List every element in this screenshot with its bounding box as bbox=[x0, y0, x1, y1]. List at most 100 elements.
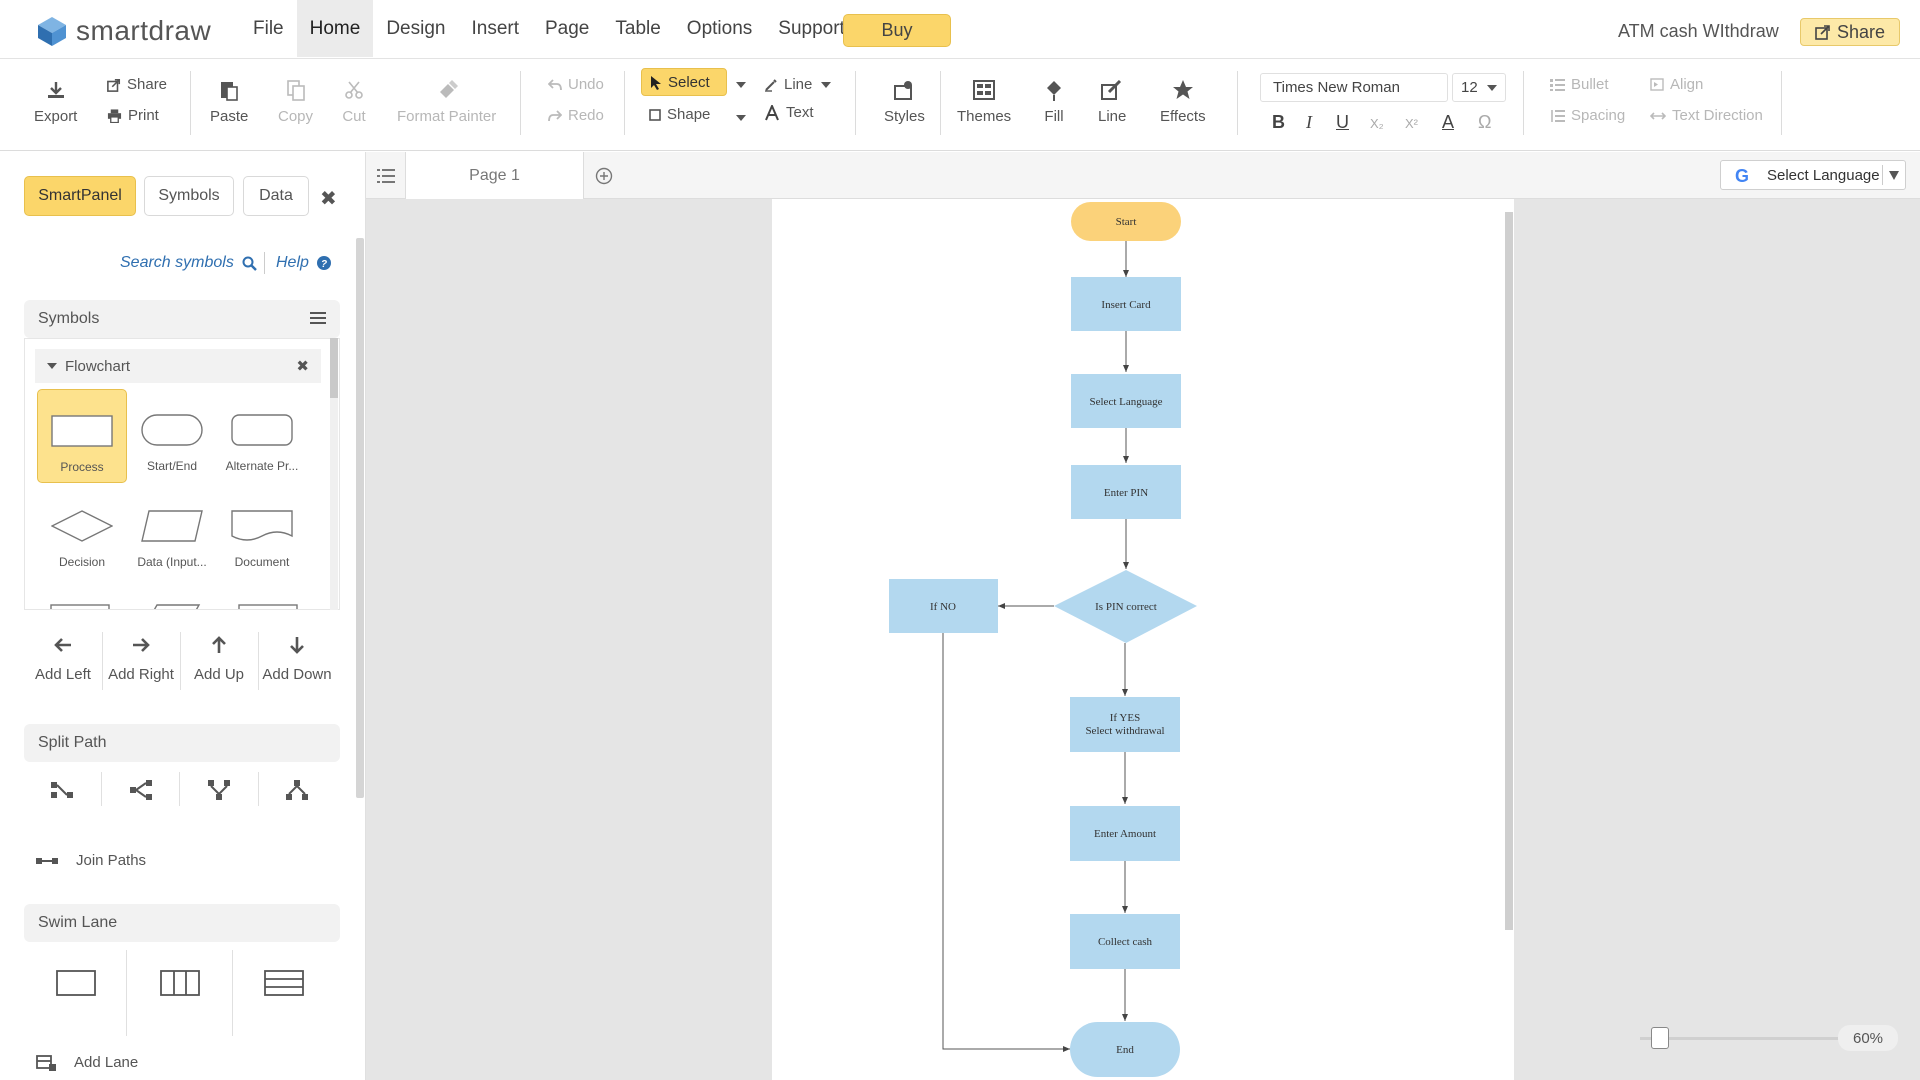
menu-support[interactable]: Support bbox=[778, 17, 845, 39]
page-list-button[interactable] bbox=[366, 152, 406, 199]
font-size-select[interactable]: 12 bbox=[1452, 73, 1506, 102]
menu-design[interactable]: Design bbox=[386, 17, 446, 39]
superscript-button[interactable]: X² bbox=[1405, 116, 1418, 131]
tab-data[interactable]: Data bbox=[243, 176, 309, 216]
symbol-decision[interactable]: Decision bbox=[37, 485, 127, 579]
search-symbols-link[interactable]: Search symbols bbox=[120, 254, 257, 272]
menu-options[interactable]: Options bbox=[686, 17, 753, 39]
single-lane-icon[interactable] bbox=[56, 970, 96, 998]
special-character-button[interactable]: Ω bbox=[1478, 112, 1492, 132]
line-tool-button[interactable]: Line bbox=[764, 76, 812, 93]
menu-home[interactable]: Home bbox=[296, 0, 374, 57]
themes-button[interactable]: Themes bbox=[957, 78, 1011, 125]
diagram-page[interactable]: Start Insert Card Select Language Enter … bbox=[772, 199, 1514, 1080]
spacing-button[interactable]: Spacing bbox=[1550, 107, 1625, 124]
effects-button[interactable]: Effects bbox=[1160, 78, 1206, 125]
buy-button[interactable]: Buy bbox=[843, 14, 951, 47]
menu-table[interactable]: Table bbox=[615, 17, 661, 39]
styles-button[interactable]: Styles bbox=[884, 78, 925, 125]
shape-tool-button[interactable]: Shape bbox=[649, 106, 710, 123]
node-enter-pin[interactable]: Enter PIN bbox=[1071, 465, 1181, 519]
symbols-section-header[interactable]: Symbols bbox=[24, 300, 340, 338]
language-select[interactable]: G Select Language bbox=[1720, 160, 1906, 190]
close-panel-icon[interactable]: ✖ bbox=[320, 188, 337, 210]
add-up-button[interactable]: Add Up bbox=[180, 632, 258, 683]
add-left-button[interactable]: Add Left bbox=[24, 632, 102, 683]
horizontal-lanes-icon[interactable] bbox=[264, 970, 304, 998]
bold-button[interactable]: B bbox=[1272, 112, 1285, 132]
menu-insert[interactable]: Insert bbox=[471, 17, 519, 39]
vertical-lanes-icon[interactable] bbox=[160, 970, 200, 998]
zoom-level[interactable]: 60% bbox=[1838, 1025, 1898, 1051]
export-button[interactable]: Export bbox=[34, 78, 77, 125]
tab-smartpanel[interactable]: SmartPanel bbox=[24, 176, 136, 216]
document-title[interactable]: ATM cash WIthdraw bbox=[1618, 21, 1779, 41]
split-left-icon[interactable] bbox=[129, 778, 153, 802]
share-button[interactable]: Share bbox=[1800, 18, 1900, 46]
format-painter-button[interactable]: Format Painter bbox=[397, 78, 496, 125]
undo-button[interactable]: Undo bbox=[548, 76, 604, 93]
page-vertical-scrollbar[interactable] bbox=[1505, 212, 1513, 930]
font-family-select[interactable]: Times New Roman bbox=[1260, 73, 1448, 102]
line-dropdown-icon[interactable] bbox=[821, 82, 831, 88]
split-up-icon[interactable] bbox=[285, 778, 309, 802]
select-dropdown-icon[interactable] bbox=[736, 82, 746, 88]
split-right-icon[interactable] bbox=[50, 778, 74, 802]
panel-scrollbar[interactable] bbox=[356, 238, 364, 798]
align-button[interactable]: Align bbox=[1650, 76, 1703, 93]
redo-icon bbox=[548, 109, 562, 121]
text-direction-button[interactable]: Text Direction bbox=[1650, 107, 1763, 124]
add-right-button[interactable]: Add Right bbox=[102, 632, 180, 683]
zoom-slider-thumb[interactable] bbox=[1651, 1027, 1669, 1049]
share-ribbon-button[interactable]: Share bbox=[107, 76, 167, 93]
symbol-document[interactable]: Document bbox=[217, 485, 307, 579]
node-if-yes[interactable]: If YES Select withdrawal bbox=[1070, 697, 1180, 752]
italic-button[interactable]: I bbox=[1306, 112, 1312, 132]
close-library-icon[interactable]: ✖ bbox=[296, 358, 309, 375]
shape-dropdown-icon[interactable] bbox=[736, 115, 746, 121]
menu-file[interactable]: File bbox=[253, 17, 284, 39]
hamburger-menu-icon[interactable] bbox=[310, 312, 326, 327]
split-down-icon[interactable] bbox=[207, 778, 231, 802]
underline-button[interactable]: U bbox=[1336, 112, 1349, 132]
font-color-button[interactable]: A bbox=[1442, 112, 1455, 132]
tab-page-1[interactable]: Page 1 bbox=[406, 152, 584, 199]
tab-symbols[interactable]: Symbols bbox=[144, 176, 234, 216]
symbol-start-end[interactable]: Start/End bbox=[127, 389, 217, 483]
add-lane-button[interactable]: Add Lane bbox=[36, 1054, 138, 1071]
join-paths-button[interactable]: Join Paths bbox=[36, 852, 146, 869]
bullet-button[interactable]: Bullet bbox=[1550, 76, 1609, 93]
library-scrollbar-thumb[interactable] bbox=[330, 338, 338, 398]
node-collect-cash[interactable]: Collect cash bbox=[1070, 914, 1180, 969]
redo-button[interactable]: Redo bbox=[548, 107, 604, 124]
menu-page[interactable]: Page bbox=[545, 17, 590, 39]
select-tool-button[interactable]: Select bbox=[641, 68, 727, 96]
node-if-no[interactable]: If NO bbox=[889, 579, 998, 633]
fill-button[interactable]: Fill bbox=[1042, 78, 1066, 125]
subscript-button[interactable]: X₂ bbox=[1370, 116, 1384, 131]
symbol-data[interactable]: Data (Input... bbox=[127, 485, 217, 579]
node-select-language[interactable]: Select Language bbox=[1071, 374, 1181, 428]
node-pin-decision[interactable]: Is PIN correct bbox=[1054, 570, 1197, 643]
connector-no-end[interactable] bbox=[942, 633, 1070, 1052]
add-down-button[interactable]: Add Down bbox=[258, 632, 336, 683]
node-start[interactable]: Start bbox=[1071, 202, 1181, 241]
help-link[interactable]: Help ? bbox=[276, 254, 331, 272]
cut-button[interactable]: Cut bbox=[342, 78, 366, 125]
symbol-process[interactable]: Process bbox=[37, 389, 127, 483]
print-button[interactable]: Print bbox=[107, 107, 159, 124]
symbol-alternate-process[interactable]: Alternate Pr... bbox=[217, 389, 307, 483]
flowchart-library-header[interactable]: Flowchart ✖ bbox=[35, 349, 321, 383]
paste-button[interactable]: Paste bbox=[210, 78, 248, 125]
library-scrollbar[interactable] bbox=[330, 338, 338, 610]
copy-button[interactable]: Copy bbox=[278, 78, 313, 125]
node-insert-card[interactable]: Insert Card bbox=[1071, 277, 1181, 331]
line-style-button[interactable]: Line bbox=[1098, 78, 1126, 125]
zoom-slider-track[interactable] bbox=[1640, 1037, 1840, 1040]
node-end[interactable]: End bbox=[1070, 1022, 1180, 1077]
text-tool-button[interactable]: Text bbox=[764, 104, 814, 121]
app-logo[interactable]: smartdraw bbox=[36, 14, 211, 48]
add-page-button[interactable] bbox=[584, 152, 624, 199]
collapse-caret-icon[interactable] bbox=[47, 363, 57, 369]
node-enter-amount[interactable]: Enter Amount bbox=[1070, 806, 1180, 861]
